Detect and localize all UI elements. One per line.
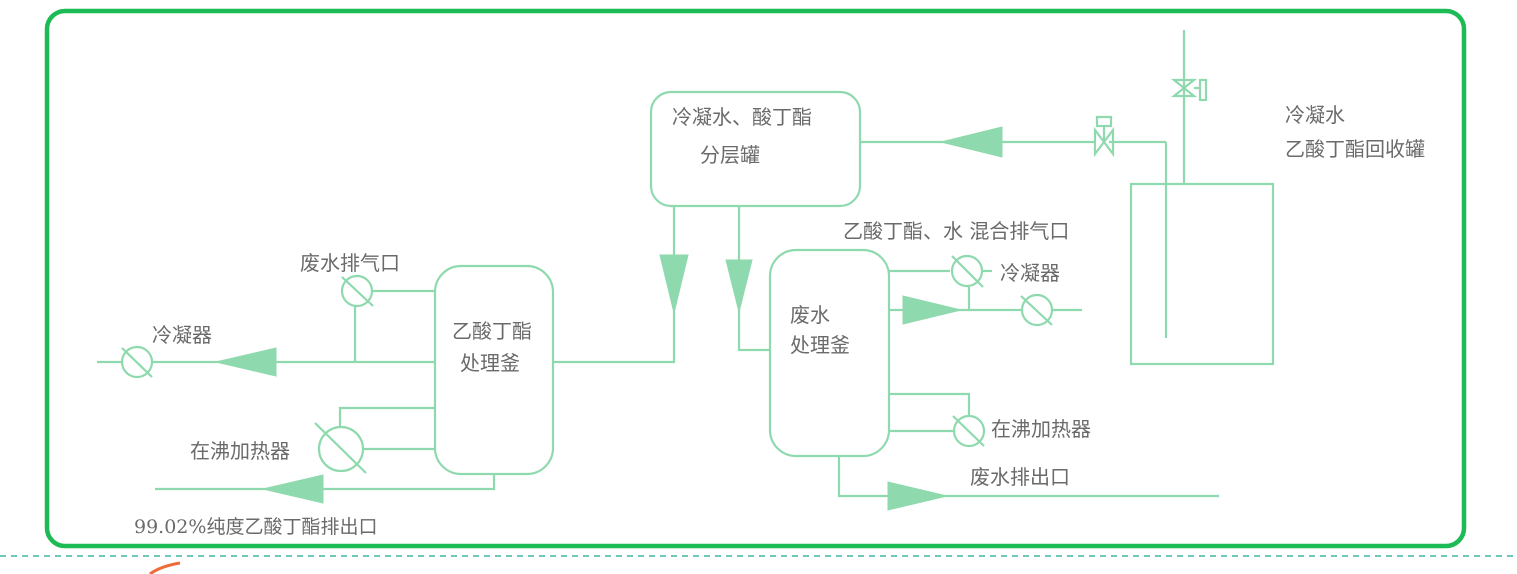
recovery-tank-label-1: 冷凝水	[1285, 103, 1345, 127]
separator-label-1: 冷凝水、酸丁酯	[672, 105, 812, 129]
flow-arrow-icon	[659, 254, 689, 314]
heater-icon	[314, 422, 367, 474]
condenser-left-label: 冷凝器	[152, 323, 212, 347]
condenser-icon	[1020, 293, 1054, 327]
condenser-right-label: 冷凝器	[1000, 261, 1060, 285]
waste-gas-vent-label: 废水排气口	[300, 251, 400, 275]
reboiler-left-label: 在沸加热器	[190, 439, 290, 463]
recovery-tank	[1129, 30, 1275, 366]
separator-label-2: 分层罐	[700, 143, 760, 167]
separator-vessel	[649, 90, 862, 208]
heater-icon	[952, 414, 986, 448]
condenser-icon	[950, 254, 984, 288]
waste-water-outlet-label: 废水排出口	[970, 465, 1070, 489]
control-valve-icon	[1093, 115, 1115, 158]
waste-kettle-label-2: 处理釜	[790, 333, 850, 357]
condenser-icon	[120, 345, 154, 379]
ester-kettle-label-1: 乙酸丁酯	[452, 319, 532, 343]
condenser-icon	[340, 274, 374, 308]
flow-arrow-icon	[887, 481, 948, 511]
recovery-tank-label-2: 乙酸丁酯回收罐	[1285, 137, 1425, 161]
gate-valve-icon	[1170, 78, 1208, 102]
corner-mark	[149, 561, 181, 574]
ester-kettle-label-2: 处理釜	[460, 351, 520, 375]
flow-arrow-icon	[262, 474, 324, 504]
waste-kettle-label-1: 废水	[790, 303, 830, 327]
flow-arrow-icon	[940, 126, 1003, 158]
mixed-vent-label: 乙酸丁酯、水 混合排气口	[843, 219, 1069, 243]
flow-arrow-icon	[725, 259, 753, 313]
flow-arrow-icon	[902, 295, 962, 325]
waste-kettle-vessel	[768, 248, 891, 458]
diagram-frame	[44, 8, 1467, 549]
flow-arrow-icon	[215, 347, 277, 377]
reboiler-right-label: 在沸加热器	[991, 417, 1091, 441]
product-outlet-label: 99.02%纯度乙酸丁酯排出口	[134, 516, 377, 538]
